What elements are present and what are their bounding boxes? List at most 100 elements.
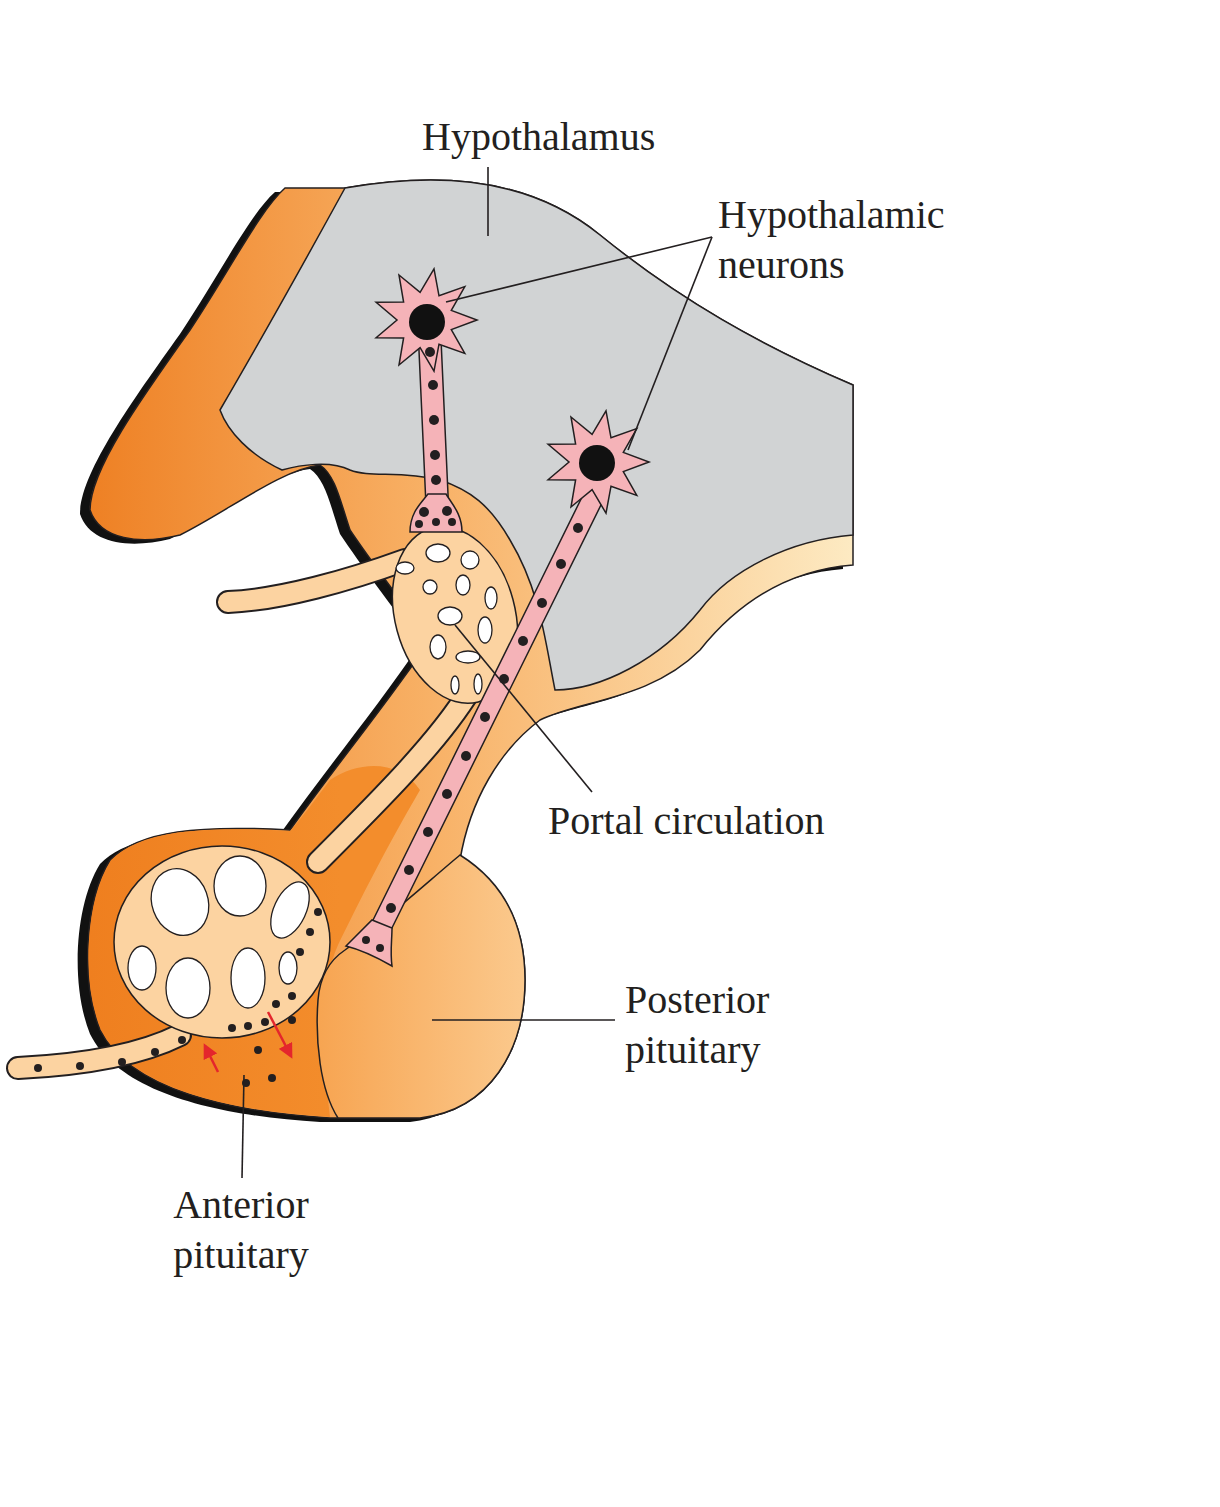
capillary-hole: [396, 544, 497, 694]
capillary-hole: [456, 651, 480, 663]
neurosecretory-dot: [386, 903, 396, 913]
neurosecretory-dot: [423, 827, 433, 837]
part-label: Hypothalamic neurons: [718, 190, 1018, 290]
capillary-hole: [166, 958, 210, 1018]
neurosecretory-dot: [431, 475, 441, 485]
label-anchor: Posterior pituitary: [625, 975, 855, 1075]
neuron-soma: [548, 411, 649, 513]
leader-line: [432, 1019, 615, 1021]
neurosecretory-dot: [448, 518, 456, 526]
capillary-hole: [474, 674, 482, 694]
neuron-one: [376, 269, 477, 532]
hormone-dot: [288, 992, 296, 1000]
hormone-dots: [34, 908, 322, 1087]
neuron-nucleus: [409, 304, 445, 340]
neurosecretory-dot: [442, 506, 452, 516]
capillary-hole: [128, 856, 317, 1018]
leader-line: [242, 1075, 244, 1178]
capillary-hole: [396, 562, 414, 574]
hormone-dot: [228, 1024, 236, 1032]
capillary-bed-lower: [114, 846, 330, 1038]
neurosecretory-dot: [419, 507, 429, 517]
axon-terminal: [346, 920, 392, 966]
capillary-hole: [438, 607, 462, 625]
part-label: Posterior pituitary: [625, 975, 855, 1075]
neurosecretory-dot: [430, 450, 440, 460]
neuron-two: [346, 411, 649, 966]
capillary-hole: [478, 617, 492, 643]
capillary-hole: [128, 946, 156, 990]
hormone-dot: [34, 1064, 42, 1072]
neurosecretory-dot: [556, 559, 566, 569]
neurosecretory-dot: [499, 674, 509, 684]
vessel-outline: [228, 560, 405, 602]
capillary-hole: [231, 948, 265, 1008]
capillary-hole: [485, 587, 497, 609]
hormone-dot: [178, 1036, 186, 1044]
neurosecretory-dot: [442, 789, 452, 799]
capillary-hole: [426, 544, 450, 562]
axon-outline: [382, 500, 592, 925]
neurosecretory-dot: [480, 712, 490, 722]
hormone-dot: [254, 1046, 262, 1054]
hormone-dot: [244, 1022, 252, 1030]
hormone-dot: [118, 1058, 126, 1066]
vessel-fill: [228, 560, 405, 602]
neurosecretory-dot: [425, 347, 435, 357]
axon-terminal: [410, 494, 462, 532]
neurosecretory-dot: [362, 523, 583, 952]
part-label: Hypothalamus: [422, 112, 655, 162]
hormone-dot: [151, 1048, 159, 1056]
neuron-nucleus: [579, 445, 615, 481]
part-label: Portal circulation: [548, 796, 825, 846]
leader-line: [446, 237, 712, 302]
hormone-dot: [288, 1016, 296, 1024]
capillary-hole: [423, 580, 437, 594]
neurosecretory-dot: [362, 936, 370, 944]
posterior-lobe: [317, 855, 525, 1118]
hormone-dot: [268, 1074, 276, 1082]
neurosecretory-dot: [518, 636, 528, 646]
vessel-fill: [18, 1035, 180, 1068]
neurosecretory-dot: [376, 944, 384, 952]
capillary-hole: [214, 856, 266, 916]
vessel-outline: [18, 1035, 180, 1068]
neurosecretory-dot: [461, 751, 471, 761]
neurosecretory-dot: [429, 415, 439, 425]
leader-line: [455, 625, 592, 792]
label-anchor: Anterior pituitary: [131, 1180, 351, 1280]
release-arrows: [205, 1012, 291, 1072]
axon: [382, 500, 592, 925]
neurosecretory-dot: [573, 523, 583, 533]
neurosecretory-dot: [432, 518, 440, 526]
hormone-dot: [306, 928, 314, 936]
leader-line: [628, 237, 712, 450]
neurosecretory-dot: [415, 520, 423, 528]
capillary-bed: [114, 846, 330, 1038]
neuron-soma: [376, 269, 477, 371]
red-arrow: [205, 1046, 218, 1072]
hormone-dot: [272, 1000, 280, 1008]
leader-line: [487, 167, 489, 236]
label-anchor: Portal circulation: [548, 796, 825, 846]
capillary-hole: [430, 635, 446, 659]
neurosecretory-dot: [415, 347, 456, 528]
hormone-dot: [261, 1018, 269, 1026]
neurosecretory-dot: [428, 380, 438, 390]
part-label: Anterior pituitary: [131, 1180, 351, 1280]
capillary-hole: [451, 676, 459, 694]
hormone-dot: [76, 1062, 84, 1070]
capillary-hole: [456, 575, 470, 595]
hormone-dot: [296, 948, 304, 956]
red-arrow: [268, 1012, 291, 1056]
capillary-hole: [279, 952, 297, 984]
capillary-hole: [461, 551, 479, 569]
label-anchor: Hypothalamus: [422, 112, 655, 162]
capillary-hole: [142, 860, 218, 943]
label-anchor: Hypothalamic neurons: [718, 190, 1018, 290]
leader-lines: [242, 167, 712, 1178]
capillary-hole: [263, 876, 317, 944]
neurosecretory-dot: [404, 865, 414, 875]
